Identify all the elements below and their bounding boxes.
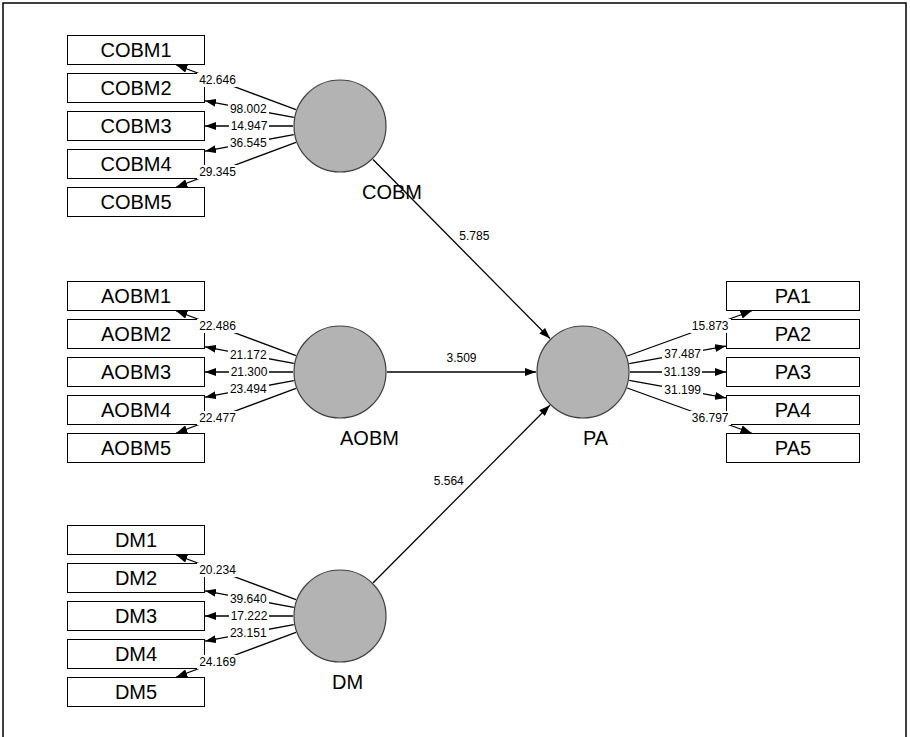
indicator-box: COBM2 (67, 73, 205, 103)
indicator-name: COBM3 (100, 115, 171, 138)
indicator-box: PA5 (726, 433, 860, 463)
indicator-name: COBM1 (100, 39, 171, 62)
t-value: 15.873 (690, 319, 731, 333)
t-value: 42.646 (197, 73, 238, 87)
construct-name: COBM (362, 181, 422, 204)
indicator-box: AOBM4 (67, 395, 205, 425)
loading-arrow (629, 380, 726, 398)
indicator-box: DM5 (67, 677, 205, 707)
circle-shape (293, 325, 387, 419)
t-value: 23.494 (228, 382, 269, 396)
t-value: 5.564 (432, 474, 466, 488)
construct-name: AOBM (340, 427, 399, 450)
construct-circle: COBM (293, 79, 387, 173)
indicator-box: PA2 (726, 319, 860, 349)
indicator-box: DM1 (67, 525, 205, 555)
indicator-name: COBM5 (100, 191, 171, 214)
t-value: 17.222 (229, 609, 270, 623)
indicator-name: AOBM5 (101, 437, 171, 460)
indicator-name: DM3 (115, 605, 157, 628)
indicator-box: AOBM2 (67, 319, 205, 349)
circle-shape (536, 325, 630, 419)
indicator-box: AOBM1 (67, 281, 205, 311)
indicator-name: COBM2 (100, 77, 171, 100)
circle-fill (537, 326, 629, 418)
t-value: 24.169 (197, 655, 238, 669)
t-value: 39.640 (228, 592, 269, 606)
t-value: 31.139 (662, 365, 703, 379)
construct-circle: PA (536, 325, 630, 419)
t-value: 37.487 (662, 347, 703, 361)
indicator-name: PA5 (775, 437, 811, 460)
path-arrow (387, 371, 536, 372)
indicator-name: PA2 (775, 323, 811, 346)
indicator-name: COBM4 (100, 153, 171, 176)
t-value: 3.509 (444, 351, 478, 365)
path-arrow (373, 405, 550, 582)
indicator-box: DM2 (67, 563, 205, 593)
indicator-box: COBM4 (67, 149, 205, 179)
loading-arrow (205, 591, 294, 608)
indicator-name: PA1 (775, 285, 811, 308)
circle-fill (294, 570, 386, 662)
indicator-name: DM4 (115, 643, 157, 666)
indicator-box: PA1 (726, 281, 860, 311)
indicator-box: PA3 (726, 357, 860, 387)
indicator-box: COBM3 (67, 111, 205, 141)
circle-fill (294, 326, 386, 418)
loading-arrow (629, 346, 726, 364)
indicator-name: DM5 (115, 681, 157, 704)
indicator-box: AOBM3 (67, 357, 205, 387)
construct-circle: DM (293, 569, 387, 663)
t-value: 22.486 (197, 319, 238, 333)
construct-circle: AOBM (293, 325, 387, 419)
circle-fill (294, 80, 386, 172)
indicator-box: DM4 (67, 639, 205, 669)
indicator-name: AOBM2 (101, 323, 171, 346)
circle-shape (293, 569, 387, 663)
t-value: 23.151 (228, 626, 269, 640)
loading-arrow (205, 101, 294, 118)
indicator-name: AOBM4 (101, 399, 171, 422)
indicator-box: DM3 (67, 601, 205, 631)
loading-arrow (205, 347, 294, 364)
indicator-name: PA4 (775, 399, 811, 422)
indicator-name: AOBM3 (101, 361, 171, 384)
t-value: 98.002 (228, 102, 269, 116)
indicator-box: AOBM5 (67, 433, 205, 463)
t-value: 20.234 (197, 563, 238, 577)
indicator-box: PA4 (726, 395, 860, 425)
t-value: 5.785 (457, 229, 491, 243)
t-value: 22.477 (197, 411, 238, 425)
indicator-name: PA3 (775, 361, 811, 384)
t-value: 29.345 (197, 165, 238, 179)
t-value: 36.545 (228, 136, 269, 150)
t-value: 21.300 (229, 365, 270, 379)
circle-shape (293, 79, 387, 173)
construct-name: PA (583, 427, 608, 450)
t-value: 31.199 (662, 383, 703, 397)
frame-line (3, 3, 906, 737)
indicator-name: DM2 (115, 567, 157, 590)
construct-name: DM (332, 671, 363, 694)
indicator-name: DM1 (115, 529, 157, 552)
t-value: 14.947 (229, 119, 270, 133)
t-value: 36.797 (690, 411, 731, 425)
indicator-box: COBM1 (67, 35, 205, 65)
indicator-box: COBM5 (67, 187, 205, 217)
indicator-name: AOBM1 (101, 285, 171, 308)
t-value: 21.172 (228, 348, 269, 362)
